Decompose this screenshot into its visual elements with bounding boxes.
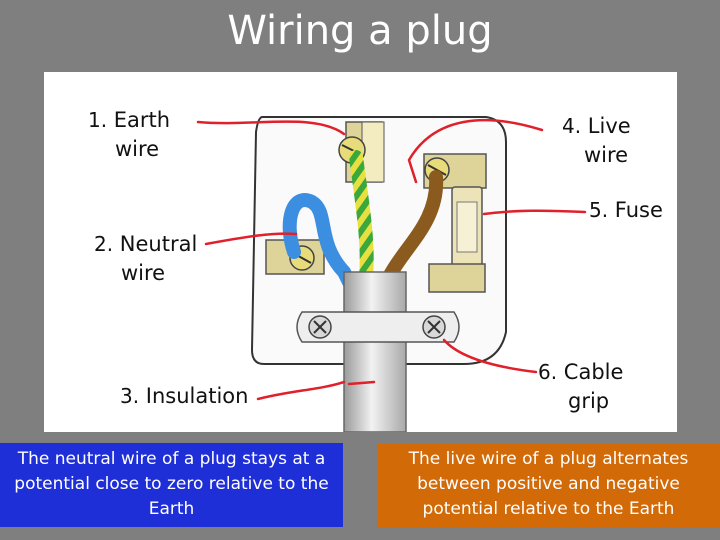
pointer-neutral xyxy=(204,232,298,246)
plug-diagram xyxy=(196,116,587,432)
label-cable-grip: 6. Cable grip xyxy=(538,360,624,413)
page-title: Wiring a plug xyxy=(227,8,493,54)
outer-cable xyxy=(343,271,407,432)
live-info-box: The live wire of a plug alternates betwe… xyxy=(377,443,720,527)
label-fuse: 5. Fuse xyxy=(589,198,663,222)
neutral-wire xyxy=(282,193,356,289)
pointer-grip xyxy=(442,338,538,374)
pointer-cable xyxy=(347,380,376,386)
label-live-wire: 4. Live wire xyxy=(562,114,631,167)
pointer-fuse xyxy=(482,209,587,216)
pointer-live xyxy=(407,119,544,184)
pointer-earth xyxy=(196,120,346,136)
label-earth-wire: 1. Earth wire xyxy=(88,108,171,161)
pointer-insulation xyxy=(256,380,346,401)
pointer-lines xyxy=(196,119,587,401)
diagram-panel: 1. Earth wire 2. Neutral wire 3. Insulat… xyxy=(44,72,677,432)
earth-wire xyxy=(349,150,374,284)
cable-grip xyxy=(296,311,460,343)
live-wire xyxy=(382,170,444,284)
label-neutral-wire: 2. Neutral wire xyxy=(94,232,198,285)
fuse xyxy=(428,186,486,293)
label-insulation: 3. Insulation xyxy=(120,384,249,408)
neutral-info-box: The neutral wire of a plug stays at a po… xyxy=(0,443,343,527)
